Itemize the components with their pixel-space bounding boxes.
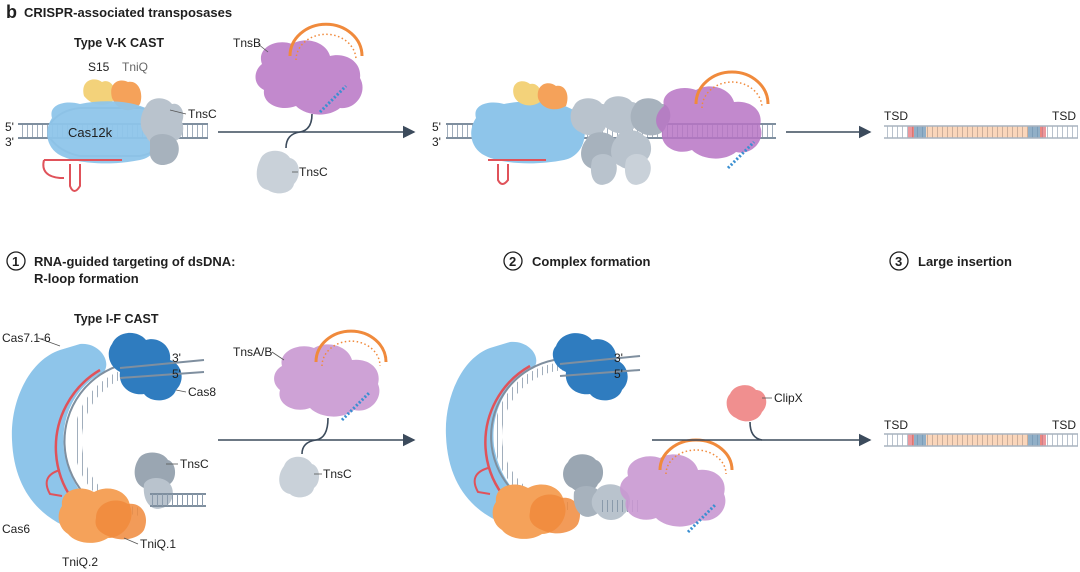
svg-text:Complex formation: Complex formation xyxy=(532,254,651,269)
step-3: 3 Large insertion xyxy=(889,251,1012,271)
svg-text:2: 2 xyxy=(509,254,516,269)
tnsc-protein-top xyxy=(140,98,184,146)
bottom-tsd-left: TSD xyxy=(884,418,908,432)
top-tnsc-label: TnsC xyxy=(188,107,217,121)
top-tniq-label: TniQ xyxy=(122,60,148,74)
cas12k-protein-2 xyxy=(471,101,585,164)
clipx-protein xyxy=(726,385,767,422)
bottom-system-title: Type I-F CAST xyxy=(74,312,159,326)
svg-text:3: 3 xyxy=(895,254,902,269)
top-cas12k-label: Cas12k xyxy=(68,125,113,140)
top-s15-label: S15 xyxy=(88,60,110,74)
bottom-three-prime: 3' xyxy=(172,351,181,365)
bottom-tsd-right: TSD xyxy=(1052,418,1076,432)
cascade-complex xyxy=(11,332,182,543)
bottom-tnsc-label: TnsC xyxy=(180,457,209,471)
top-tnsc-free-label: TnsC xyxy=(299,165,328,179)
guide-rna xyxy=(42,159,122,192)
svg-text:R-loop formation: R-loop formation xyxy=(34,271,139,286)
bottom-three-prime-2: 3' xyxy=(614,351,623,365)
bottom-cas7-label: Cas7.1-6 xyxy=(2,331,51,345)
free-tnsc-top xyxy=(256,150,299,194)
top-insertion xyxy=(884,125,1078,139)
top-system-title: Type V-K CAST xyxy=(74,36,164,50)
top-five-prime: 5' xyxy=(5,120,14,134)
bottom-clipx-label: ClipX xyxy=(774,391,803,405)
cas12k-protein xyxy=(47,101,161,164)
step-2: 2 Complex formation xyxy=(503,251,651,271)
bottom-dna-1 xyxy=(119,359,206,507)
top-three-prime: 3' xyxy=(5,135,14,149)
bottom-five-prime-2: 5' xyxy=(614,367,623,381)
bottom-five-prime: 5' xyxy=(172,367,181,381)
tnsab-bound-bottom xyxy=(620,438,734,534)
bottom-tnsab-label: TnsA/B xyxy=(233,345,272,359)
step-1: 1 RNA-guided targeting of dsDNA: R-loop … xyxy=(6,251,235,286)
tnsab-complex xyxy=(274,329,388,422)
bottom-tnsc-free-label: TnsC xyxy=(323,467,352,481)
bottom-tniq2-label: TniQ.2 xyxy=(62,555,98,569)
svg-text:1: 1 xyxy=(12,254,19,269)
bottom-cas6-label: Cas6 xyxy=(2,522,30,536)
bottom-insertion xyxy=(884,433,1078,447)
svg-text:RNA-guided targeting of dsDNA:: RNA-guided targeting of dsDNA: xyxy=(34,254,235,269)
tnsb-bound-top xyxy=(656,70,770,170)
free-tnsc-bottom xyxy=(279,456,320,498)
cascade-complex-2 xyxy=(445,333,641,539)
top-five-prime-2: 5' xyxy=(432,120,441,134)
bottom-tniq1-label: TniQ.1 xyxy=(140,537,176,551)
svg-text:Large insertion: Large insertion xyxy=(918,254,1012,269)
tnsb-complex xyxy=(255,22,364,115)
s15-protein xyxy=(83,79,116,105)
top-three-prime-2: 3' xyxy=(432,135,441,149)
bottom-cas8-label: Cas8 xyxy=(188,385,216,399)
tnsc-filament-top xyxy=(570,96,671,185)
top-tnsb-label: TnsB xyxy=(233,36,261,50)
panel-letter: b xyxy=(6,2,17,22)
top-tsd-right: TSD xyxy=(1052,109,1076,123)
tnsc-protein-top-2 xyxy=(149,134,179,166)
top-tsd-left: TSD xyxy=(884,109,908,123)
panel-title: CRISPR-associated transposases xyxy=(24,5,232,20)
